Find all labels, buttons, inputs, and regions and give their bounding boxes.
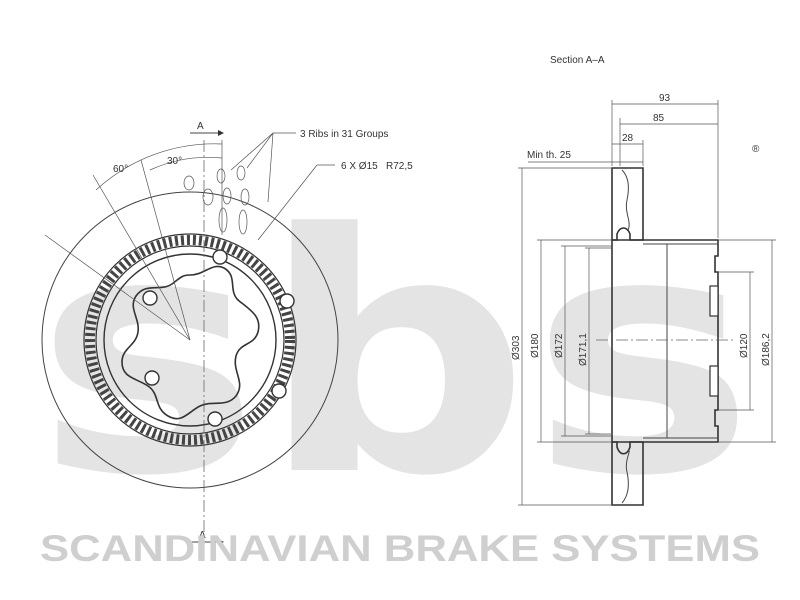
vent-channel-bottom: [621, 449, 630, 504]
angle-30-label: 30°: [167, 156, 182, 167]
company-name-watermark: SCANDINAVIAN BRAKE SYSTEMS: [40, 528, 760, 569]
hat-bolt-hole-bottom: [709, 365, 719, 397]
rib-shape: [222, 187, 232, 205]
rib-ring-teeth: [85, 235, 295, 445]
section-title: Section A–A: [550, 55, 605, 66]
rib-ring-inner: [95, 245, 285, 435]
rib-shape: [202, 188, 214, 206]
vent-channel-top: [621, 169, 630, 231]
min-thickness-label: Min th. 25: [527, 150, 571, 161]
section-marker-top: A: [197, 121, 204, 132]
hub-ring: [103, 253, 277, 427]
bolt-hole-4: [207, 411, 223, 427]
dim-28: 28: [622, 133, 634, 144]
ribs-leader-3: [246, 132, 274, 169]
ribs-leader-4: [267, 132, 274, 203]
section-arrowhead-bottom: [218, 539, 224, 545]
cooling-ribs: [183, 165, 250, 235]
disc-outer-rim: [41, 191, 339, 489]
section-view: Section A–A 93 85 28 Min th. 25: [511, 55, 776, 506]
dim-171: Ø171,1: [578, 333, 589, 366]
bolt-hole-3: [271, 383, 287, 399]
registered-mark: ®: [752, 144, 760, 155]
bolt-hole-1: [212, 249, 228, 265]
rib-shape: [238, 209, 248, 235]
section-arrowhead-top: [218, 130, 224, 136]
hat-bolt-hole-top: [709, 285, 719, 317]
front-view: A A 60° 30° 3 Ribs in 31 Groups 6 X Ø15 …: [41, 121, 413, 550]
angle-60-label: 60°: [113, 164, 128, 175]
ribs-note: 3 Ribs in 31 Groups: [300, 129, 388, 140]
rib-shape: [216, 168, 226, 184]
bolt-hole-2: [279, 293, 295, 309]
dim-186: Ø186,2: [761, 333, 772, 366]
angle-ray-30: [140, 159, 191, 341]
rib-shape: [183, 175, 195, 191]
sbs-watermark-logo: sbs: [35, 164, 755, 548]
rib-shape: [218, 207, 228, 233]
bolt-hole-6: [142, 290, 158, 306]
angle-arc-60: [95, 143, 223, 191]
angle-ray-60: [92, 174, 191, 341]
section-marker-bottom: A: [199, 530, 206, 541]
holes-note: 6 X Ø15 R72,5: [341, 161, 413, 172]
holes-leader-2: [257, 164, 318, 241]
dim-303: Ø303: [511, 335, 522, 360]
angle-ray-long: [44, 234, 191, 341]
watermark-letters: sbs: [35, 164, 755, 548]
rib-shape: [236, 165, 246, 181]
dim-120: Ø120: [739, 333, 750, 358]
dim-180: Ø180: [530, 333, 541, 358]
center-bore: [121, 265, 260, 420]
angle-arc-30: [149, 157, 223, 171]
ribs-leader-2: [230, 132, 274, 171]
dim-85: 85: [653, 113, 665, 124]
bolt-hole-5: [144, 370, 160, 386]
rib-ring-outer: [83, 233, 297, 447]
dim-93: 93: [659, 93, 671, 104]
dim-172: Ø172: [554, 333, 565, 358]
rib-shape: [240, 188, 250, 206]
